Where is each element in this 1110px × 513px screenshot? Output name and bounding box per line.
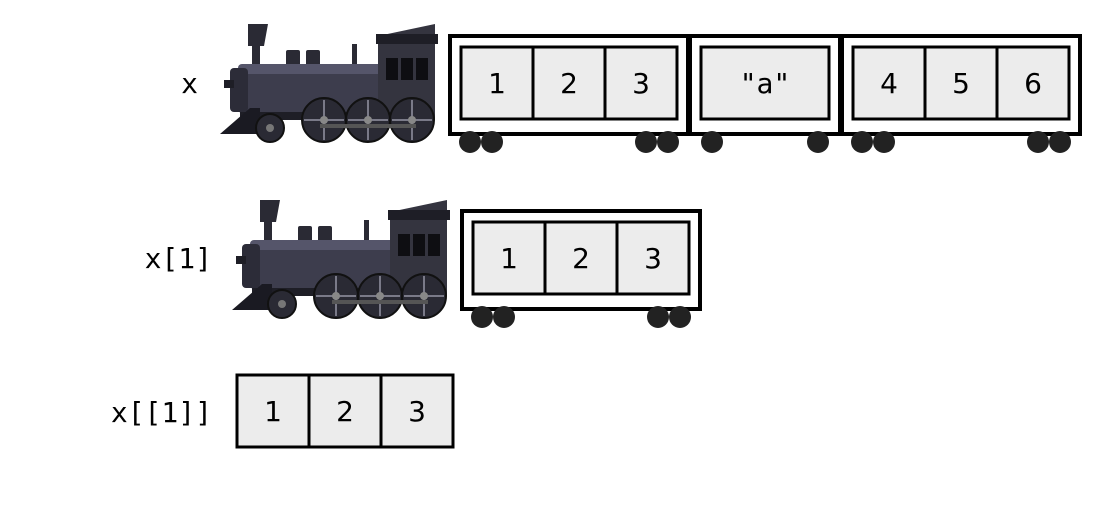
train-car: 1 2 3 (448, 34, 690, 153)
steam-locomotive-icon (219, 23, 439, 143)
cell-box (851, 45, 927, 121)
cell-box (923, 45, 999, 121)
cell-box (459, 45, 535, 121)
train-wheel-icon (807, 131, 829, 153)
row-label-x-double-bracket: x[[1]] (111, 396, 212, 429)
cell-value: 2 (572, 242, 590, 275)
cell-box (307, 373, 383, 449)
cell-value: 6 (1024, 67, 1042, 100)
train-wheel-icon (1049, 131, 1071, 153)
cell-value: 4 (880, 67, 898, 100)
cell-value: 3 (644, 242, 662, 275)
cell-value: "a" (740, 67, 791, 100)
cell-value: 5 (952, 67, 970, 100)
train-cars: 1 2 3 "a" 4 5 6 1 2 3 1 2 3 (235, 34, 1082, 449)
cell-box (543, 220, 619, 296)
cell-value: 3 (632, 67, 650, 100)
cell-value: 1 (488, 67, 506, 100)
train-wheel-icon (873, 131, 895, 153)
cell-box (603, 45, 679, 121)
train-car: "a" (688, 34, 842, 153)
train-wheel-icon (851, 131, 873, 153)
train-wheel-icon (493, 306, 515, 328)
train-wheel-icon (471, 306, 493, 328)
cell-value: 3 (408, 395, 426, 428)
cell-value: 2 (336, 395, 354, 428)
train-car: 4 5 6 (840, 34, 1082, 153)
cell-box (699, 45, 831, 121)
cell-box (471, 220, 547, 296)
steam-locomotive-icon (231, 199, 451, 319)
train-wheel-icon (669, 306, 691, 328)
cell-box (995, 45, 1071, 121)
cell-value: 2 (560, 67, 578, 100)
train-wheel-icon (1027, 131, 1049, 153)
cell-box (235, 373, 311, 449)
train-wheel-icon (657, 131, 679, 153)
row-label-x: x (181, 67, 198, 100)
train-wheel-icon (459, 131, 481, 153)
train-wheel-icon (481, 131, 503, 153)
cell-box (379, 373, 455, 449)
train-wheel-icon (647, 306, 669, 328)
train-wheel-icon (635, 131, 657, 153)
cell-box (615, 220, 691, 296)
bare-vector: 1 2 3 (235, 373, 455, 449)
cell-value: 1 (500, 242, 518, 275)
train-wheel-icon (701, 131, 723, 153)
cell-value: 1 (264, 395, 282, 428)
train-car: 1 2 3 (460, 209, 702, 328)
row-label-x-single-bracket: x[1] (145, 242, 212, 275)
